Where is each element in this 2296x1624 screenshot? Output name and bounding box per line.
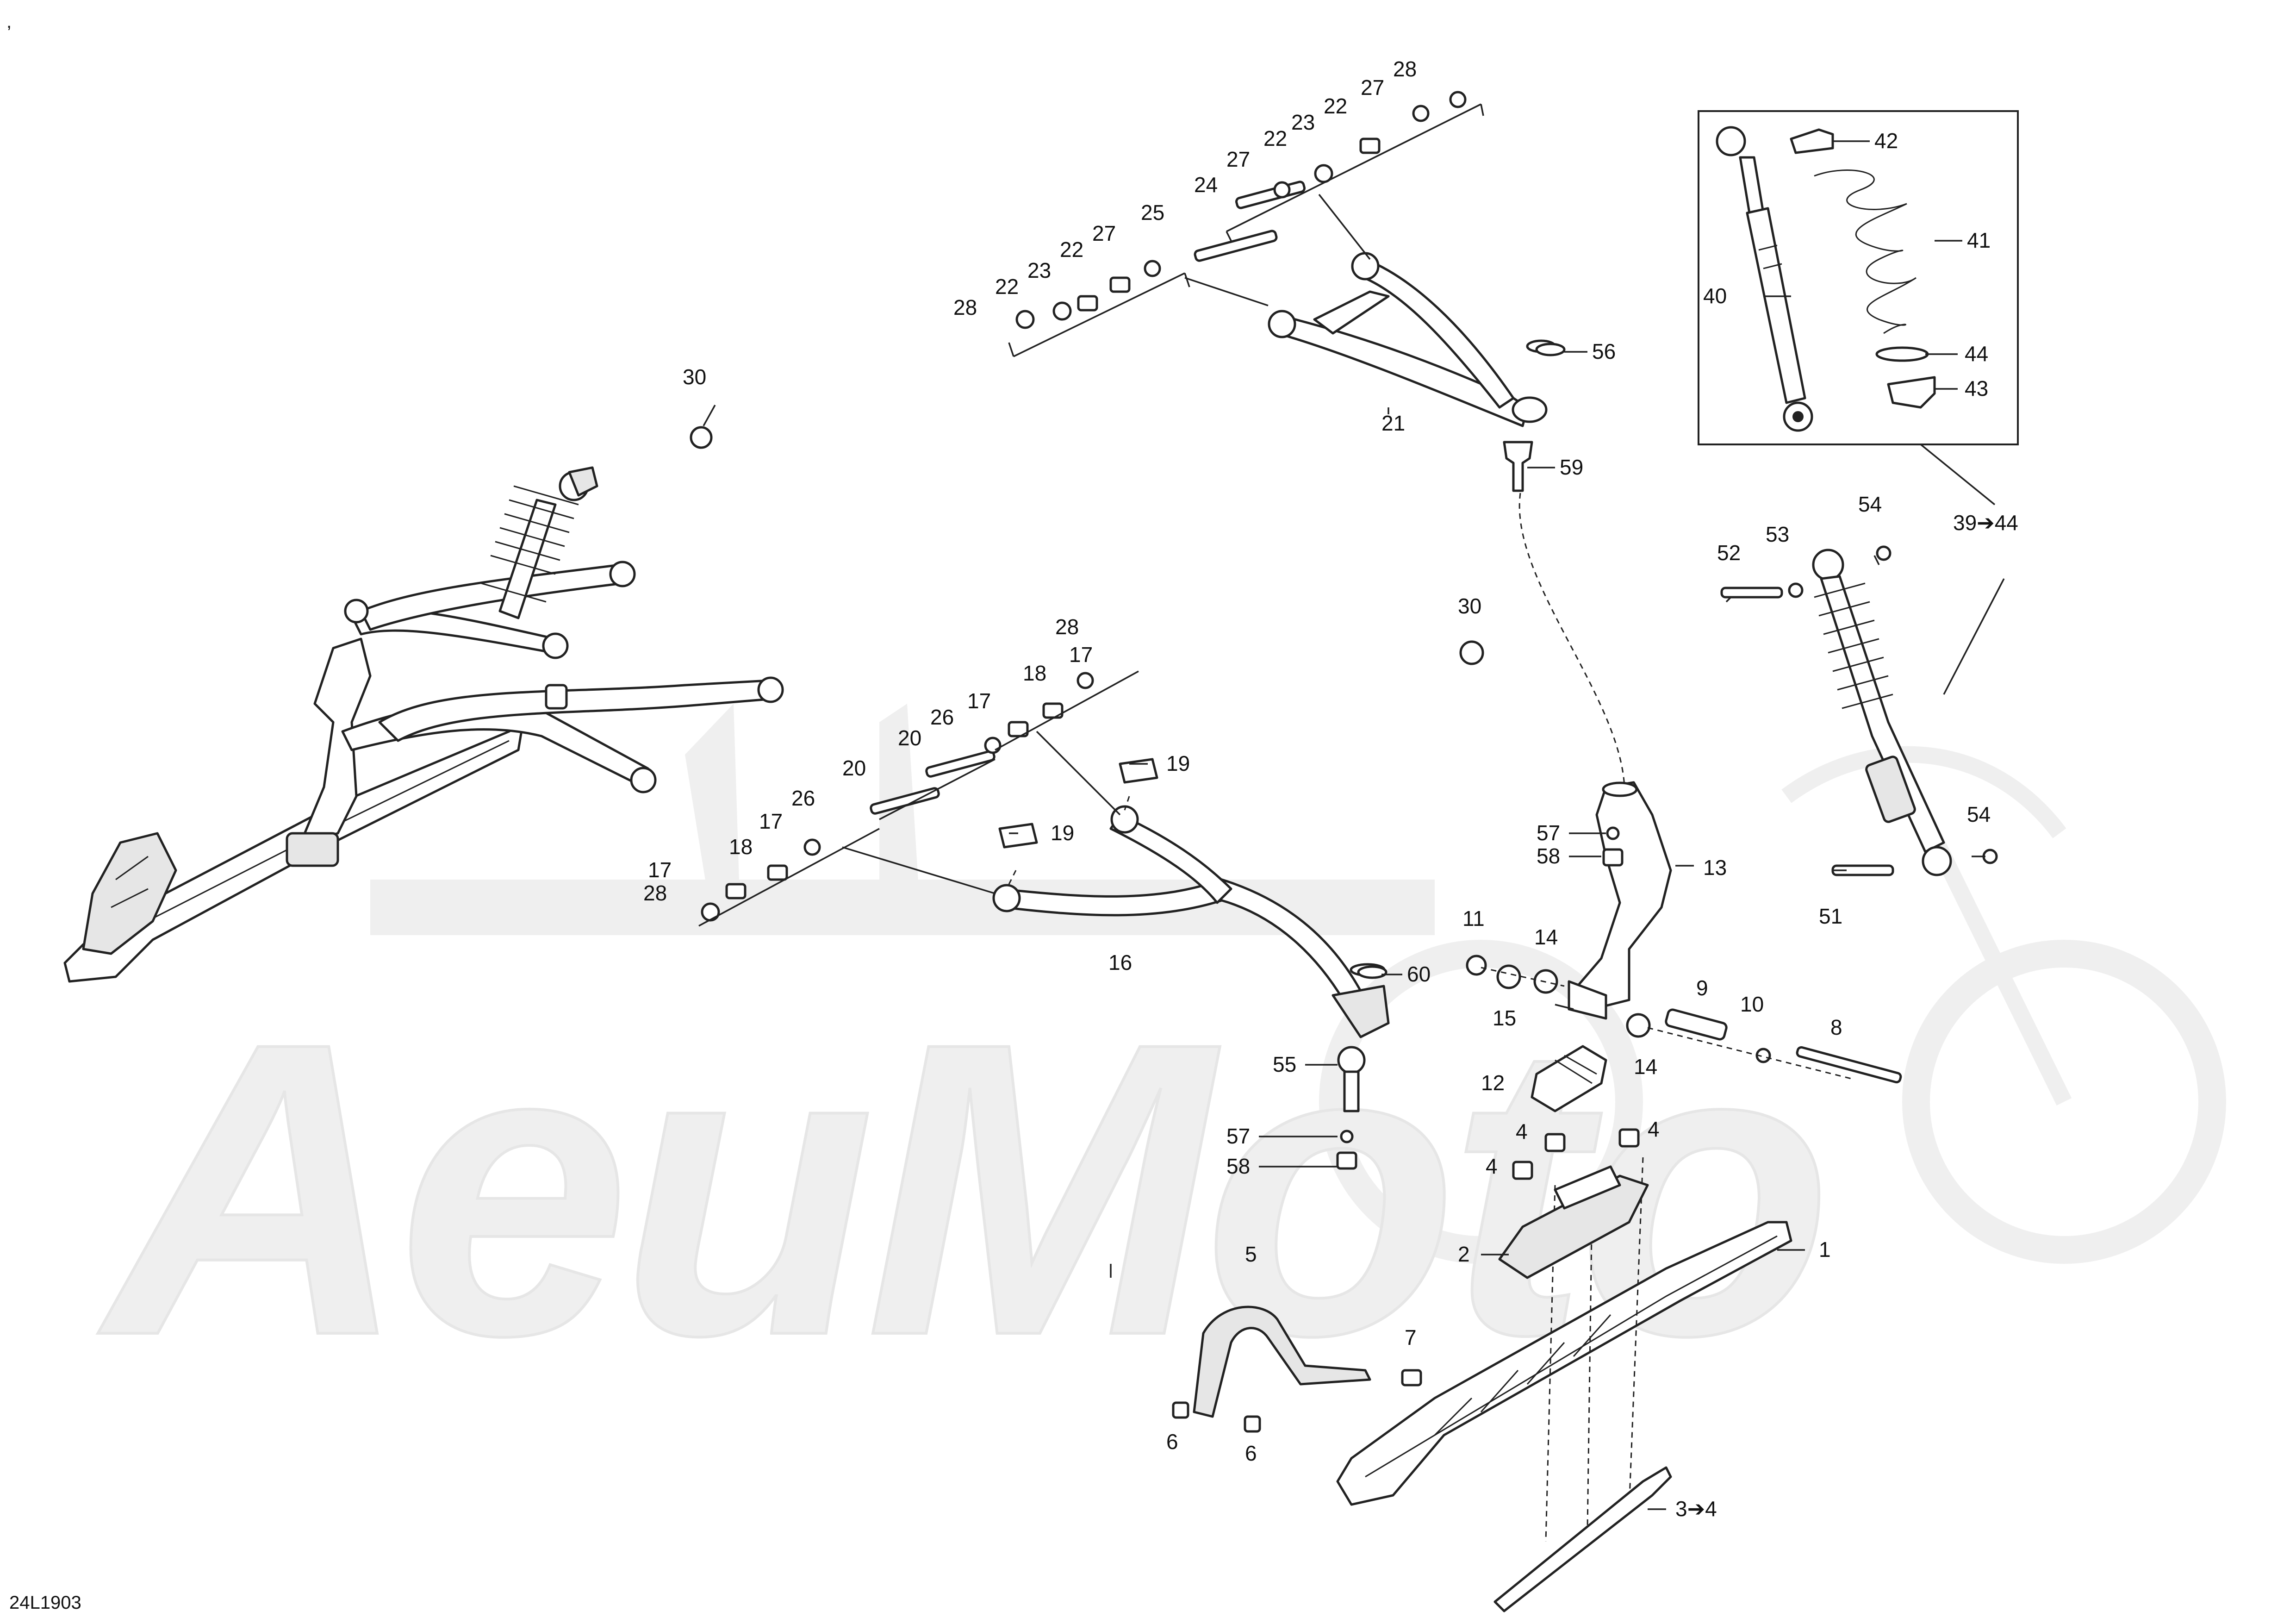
ball-joint-lower (1337, 1046, 1366, 1112)
callout-28: 28 (1393, 57, 1417, 81)
callout-28: 28 (643, 881, 667, 905)
callout-14: 14 (1634, 1055, 1657, 1079)
callout-43: 43 (1965, 376, 1988, 400)
callout-19: 19 (1166, 751, 1190, 775)
callout-26: 26 (791, 786, 815, 810)
callout-labels: 1 2 3➔4 4 4 4 5 6 6 7 8 9 10 11 12 13 14… (643, 57, 2018, 1521)
callout-27: 27 (1092, 221, 1116, 245)
callout-27: 27 (1361, 75, 1384, 100)
callout-5: 5 (1245, 1242, 1257, 1266)
callout-25: 25 (1141, 200, 1164, 225)
callout-20: 20 (898, 726, 921, 750)
callout-42: 42 (1874, 129, 1898, 153)
callout-28: 28 (1055, 615, 1079, 639)
callout-22: 22 (995, 275, 1019, 299)
callout-23: 23 (1291, 110, 1315, 134)
callout-13: 13 (1703, 856, 1727, 880)
callout-17: 17 (759, 809, 783, 833)
callout-59: 59 (1560, 455, 1583, 479)
callout-51: 51 (1819, 904, 1842, 928)
callout-19: 19 (1051, 821, 1074, 845)
callout-8: 8 (1830, 1015, 1842, 1039)
upper-a-arm (1268, 252, 1556, 427)
callout-56: 56 (1592, 339, 1616, 363)
callout-22: 22 (1263, 126, 1287, 150)
callout-14: 14 (1534, 925, 1558, 949)
spindle (1568, 781, 1672, 1020)
callout-3-4: 3➔4 (1675, 1497, 1717, 1521)
callout-41: 41 (1967, 228, 1991, 252)
callout-7: 7 (1405, 1325, 1417, 1349)
callout-27: 27 (1226, 147, 1250, 171)
shock-absorber (1812, 443, 2005, 876)
leader-lines (698, 103, 1985, 1510)
callout-1: 1 (1819, 1237, 1831, 1262)
callout-16: 16 (1108, 950, 1132, 974)
callout-18: 18 (729, 835, 753, 859)
callout-6: 6 (1166, 1430, 1178, 1454)
callout-15: 15 (1493, 1006, 1516, 1030)
callout-10: 10 (1740, 992, 1764, 1016)
callout-52: 52 (1717, 541, 1741, 565)
callout-26: 26 (930, 705, 954, 729)
callout-11: 11 (1462, 906, 1485, 931)
callout-60: 60 (1407, 962, 1431, 986)
callout-58: 58 (1226, 1154, 1250, 1178)
callout-54: 54 (1967, 802, 1991, 826)
callout-18: 18 (1023, 661, 1046, 685)
callout-17: 17 (648, 858, 672, 882)
ski (1336, 1157, 1792, 1612)
callout-30: 30 (1458, 594, 1481, 618)
callout-17: 17 (967, 689, 991, 713)
callout-9: 9 (1696, 976, 1708, 1000)
callout-39-44: 39➔44 (1953, 511, 2018, 535)
callout-23: 23 (1027, 258, 1051, 282)
callout-40: 40 (1703, 284, 1727, 308)
ball-joint-upper (1503, 441, 1625, 787)
callout-57: 57 (1226, 1124, 1250, 1148)
corner-mark: , (6, 12, 12, 32)
callout-2: 2 (1458, 1242, 1470, 1266)
assembled-ski-suspension (63, 466, 784, 983)
callout-4: 4 (1486, 1154, 1498, 1178)
callout-20: 20 (842, 756, 866, 780)
wear-plate (1531, 1045, 1607, 1112)
callout-4: 4 (1516, 1119, 1528, 1143)
callout-6: 6 (1245, 1441, 1257, 1465)
ski-loop (1193, 1305, 1371, 1418)
callout-55: 55 (1273, 1052, 1296, 1076)
callout-24: 24 (1194, 173, 1218, 197)
callout-54: 54 (1858, 492, 1882, 516)
callout-44: 44 (1965, 342, 1988, 366)
callout-57: 57 (1537, 821, 1560, 845)
callout-21: 21 (1381, 411, 1405, 435)
callout-12: 12 (1481, 1071, 1505, 1095)
callout-17: 17 (1069, 643, 1093, 667)
drawing-code: 24L1903 (9, 1593, 81, 1613)
callout-22: 22 (1324, 94, 1347, 118)
callout-58: 58 (1537, 844, 1560, 868)
shock-kit-box (1698, 110, 2019, 445)
callout-30: 30 (683, 365, 706, 389)
callout-28: 28 (953, 295, 977, 319)
callout-22: 22 (1060, 237, 1083, 262)
callout-53: 53 (1766, 522, 1789, 546)
ski-plate (1498, 1165, 1649, 1279)
callout-4: 4 (1648, 1117, 1660, 1141)
